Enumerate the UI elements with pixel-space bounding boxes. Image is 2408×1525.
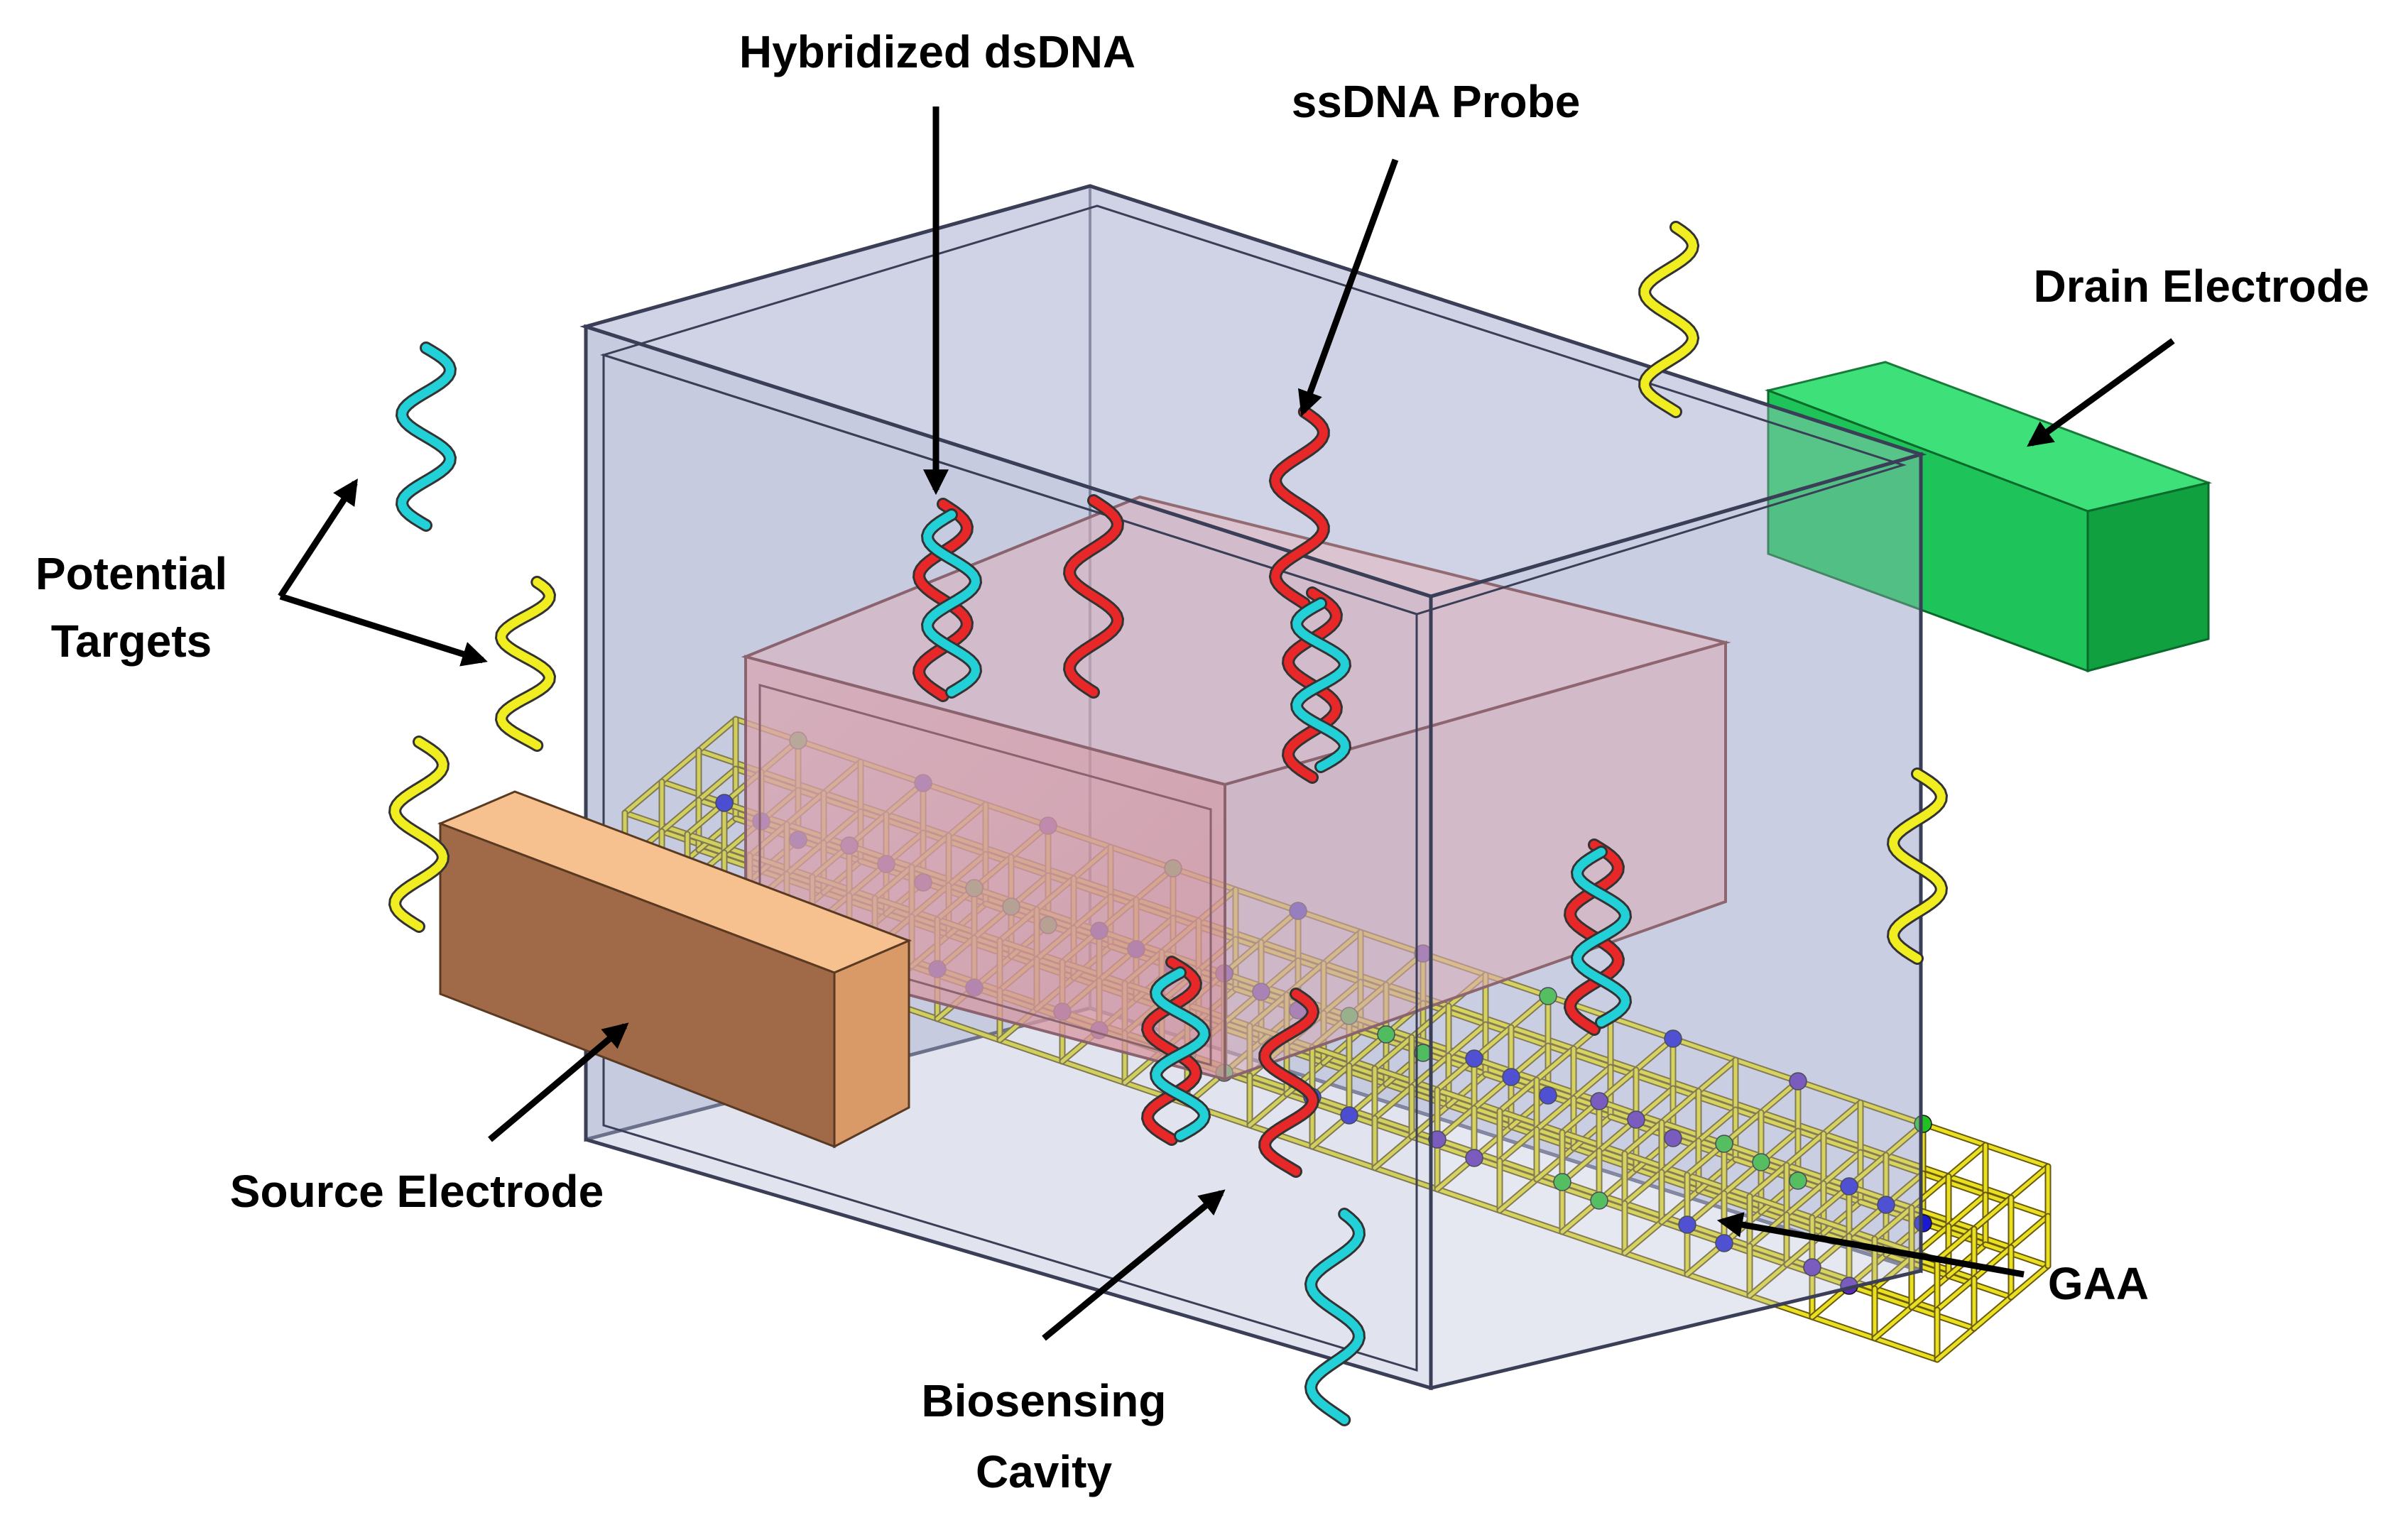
dsdna-helix-cyan — [1570, 846, 1633, 1029]
arrow-cavity — [1042, 1189, 1226, 1341]
atom-sphere-icon — [1664, 1129, 1682, 1147]
arrow-potential-upper — [278, 478, 358, 598]
label-hybridized-dsdna: Hybridized dsDNA — [739, 26, 1135, 77]
dsdna-helix-cyan — [1149, 966, 1211, 1142]
atom-sphere-icon — [1590, 1191, 1608, 1210]
atom-sphere-icon — [1789, 1072, 1807, 1091]
dsdna-helix-red — [1140, 956, 1203, 1146]
atom-sphere-icon — [1715, 1135, 1733, 1153]
target-helix-yellow — [388, 736, 450, 933]
label-biosensing-cavity-line1: Biosensing — [922, 1375, 1167, 1426]
atom-sphere-icon — [1590, 1092, 1608, 1110]
atom-sphere-icon — [1465, 1149, 1483, 1167]
atom-sphere-icon — [1340, 1106, 1358, 1125]
labels: Hybridized dsDNA ssDNA Probe Drain Elect… — [36, 26, 2370, 1497]
label-gaa: GAA — [2048, 1258, 2149, 1309]
atom-sphere-icon — [1789, 1171, 1807, 1190]
arrow-potential-lower — [279, 593, 488, 667]
atom-sphere-icon — [1678, 1215, 1696, 1234]
atom-sphere-icon — [1840, 1177, 1858, 1196]
atom-sphere-icon — [1539, 1086, 1557, 1105]
target-helix-cyan — [395, 341, 457, 532]
arrow-drain — [2027, 338, 2175, 447]
target-helix-yellow — [494, 576, 557, 752]
atom-sphere-icon — [1553, 1173, 1571, 1191]
label-drain-electrode: Drain Electrode — [2033, 261, 2369, 312]
gaa-box-front — [579, 184, 1927, 1391]
dsdna-helix-cyan — [920, 508, 983, 699]
atom-sphere-icon — [1465, 1049, 1483, 1068]
label-ssdna-probe: ssDNA Probe — [1292, 76, 1581, 127]
atom-sphere-icon — [1428, 1130, 1447, 1149]
atom-sphere-icon — [1664, 1029, 1682, 1048]
atom-sphere-icon — [1377, 1025, 1395, 1044]
probe-helix-red — [1268, 405, 1330, 610]
label-source-electrode: Source Electrode — [230, 1166, 604, 1217]
target-helix-cyan — [1304, 1208, 1366, 1426]
label-biosensing-cavity-line2: Cavity — [976, 1446, 1113, 1497]
dna-strands — [388, 221, 1949, 1426]
probe-helix-red — [1062, 494, 1125, 699]
atom-sphere-icon — [1914, 1115, 1932, 1133]
label-potential-targets-line2: Targets — [51, 616, 212, 667]
label-potential-targets-line1: Potential — [36, 548, 227, 599]
arrow-source — [488, 1022, 629, 1142]
probe-helix-red — [1258, 988, 1320, 1178]
arrow-ssdna — [1298, 158, 1399, 417]
dsdna-helix-red — [912, 498, 974, 702]
atom-sphere-icon — [1752, 1153, 1770, 1171]
target-helix-yellow — [1638, 221, 1700, 418]
atom-sphere-icon — [715, 794, 734, 812]
atom-sphere-icon — [1627, 1110, 1645, 1129]
target-helix-yellow — [1886, 767, 1949, 965]
source-electrode — [437, 790, 912, 1149]
atom-sphere-icon — [1914, 1214, 1932, 1232]
atom-sphere-icon — [1502, 1068, 1520, 1086]
atom-sphere-icon — [1877, 1196, 1895, 1214]
dsdna-helix-cyan — [1290, 597, 1352, 773]
atom-sphere-icon — [1539, 987, 1557, 1005]
arrow-gaa — [1716, 1212, 2025, 1278]
atom-sphere-icon — [1803, 1258, 1821, 1277]
arrows — [278, 106, 2175, 1341]
